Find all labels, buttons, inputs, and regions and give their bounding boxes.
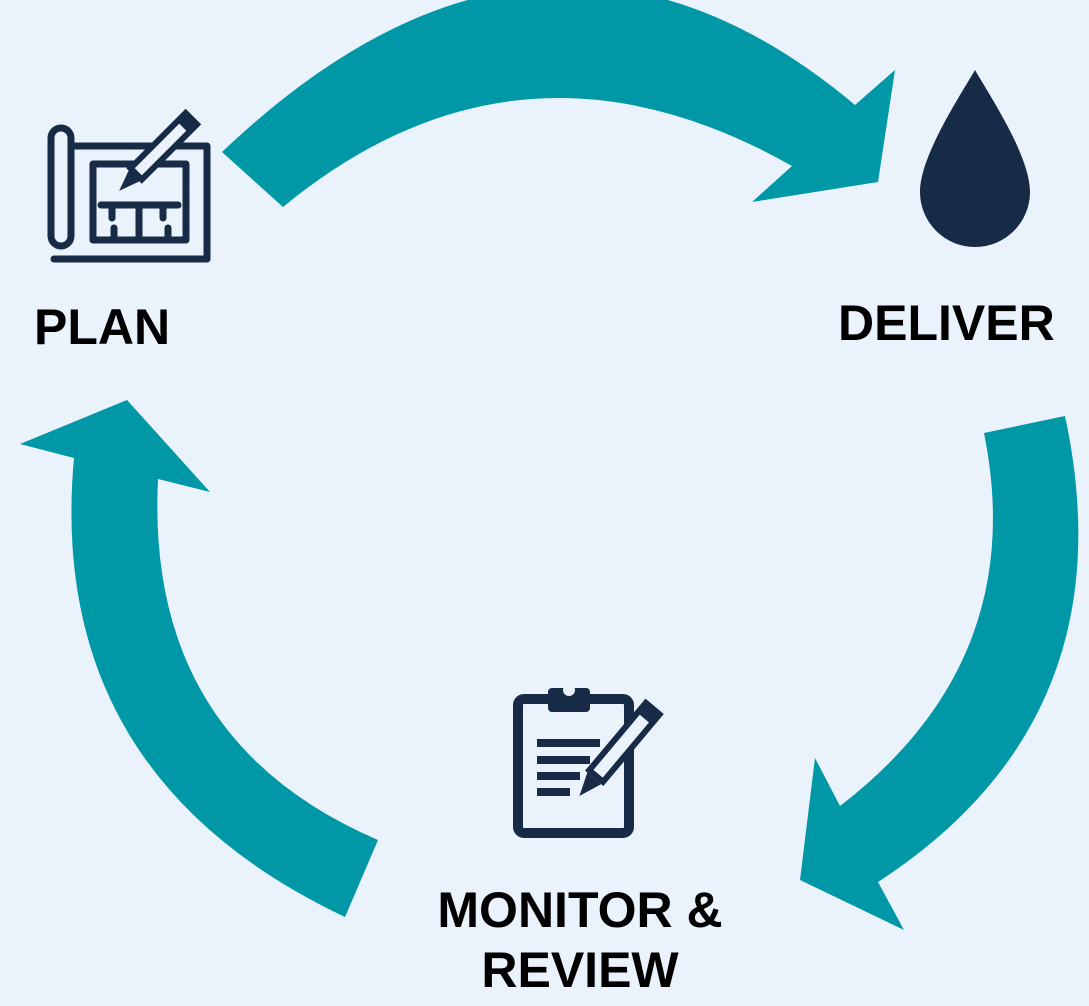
clipboard-pencil-icon — [513, 684, 664, 838]
arrow-plan-to-deliver — [222, 0, 895, 207]
stage-label-monitor-review: MONITOR & REVIEW — [400, 880, 760, 1000]
stage-label-monitor-line1: MONITOR & — [437, 882, 723, 938]
stage-label-monitor-line2: REVIEW — [481, 942, 679, 998]
arrow-monitor-to-plan — [20, 400, 378, 917]
arrow-deliver-to-monitor — [800, 416, 1079, 930]
stage-label-deliver: DELIVER — [838, 295, 1055, 351]
water-drop-icon — [920, 70, 1030, 247]
blueprint-pencil-icon — [47, 108, 211, 263]
stage-label-plan: PLAN — [34, 299, 171, 355]
